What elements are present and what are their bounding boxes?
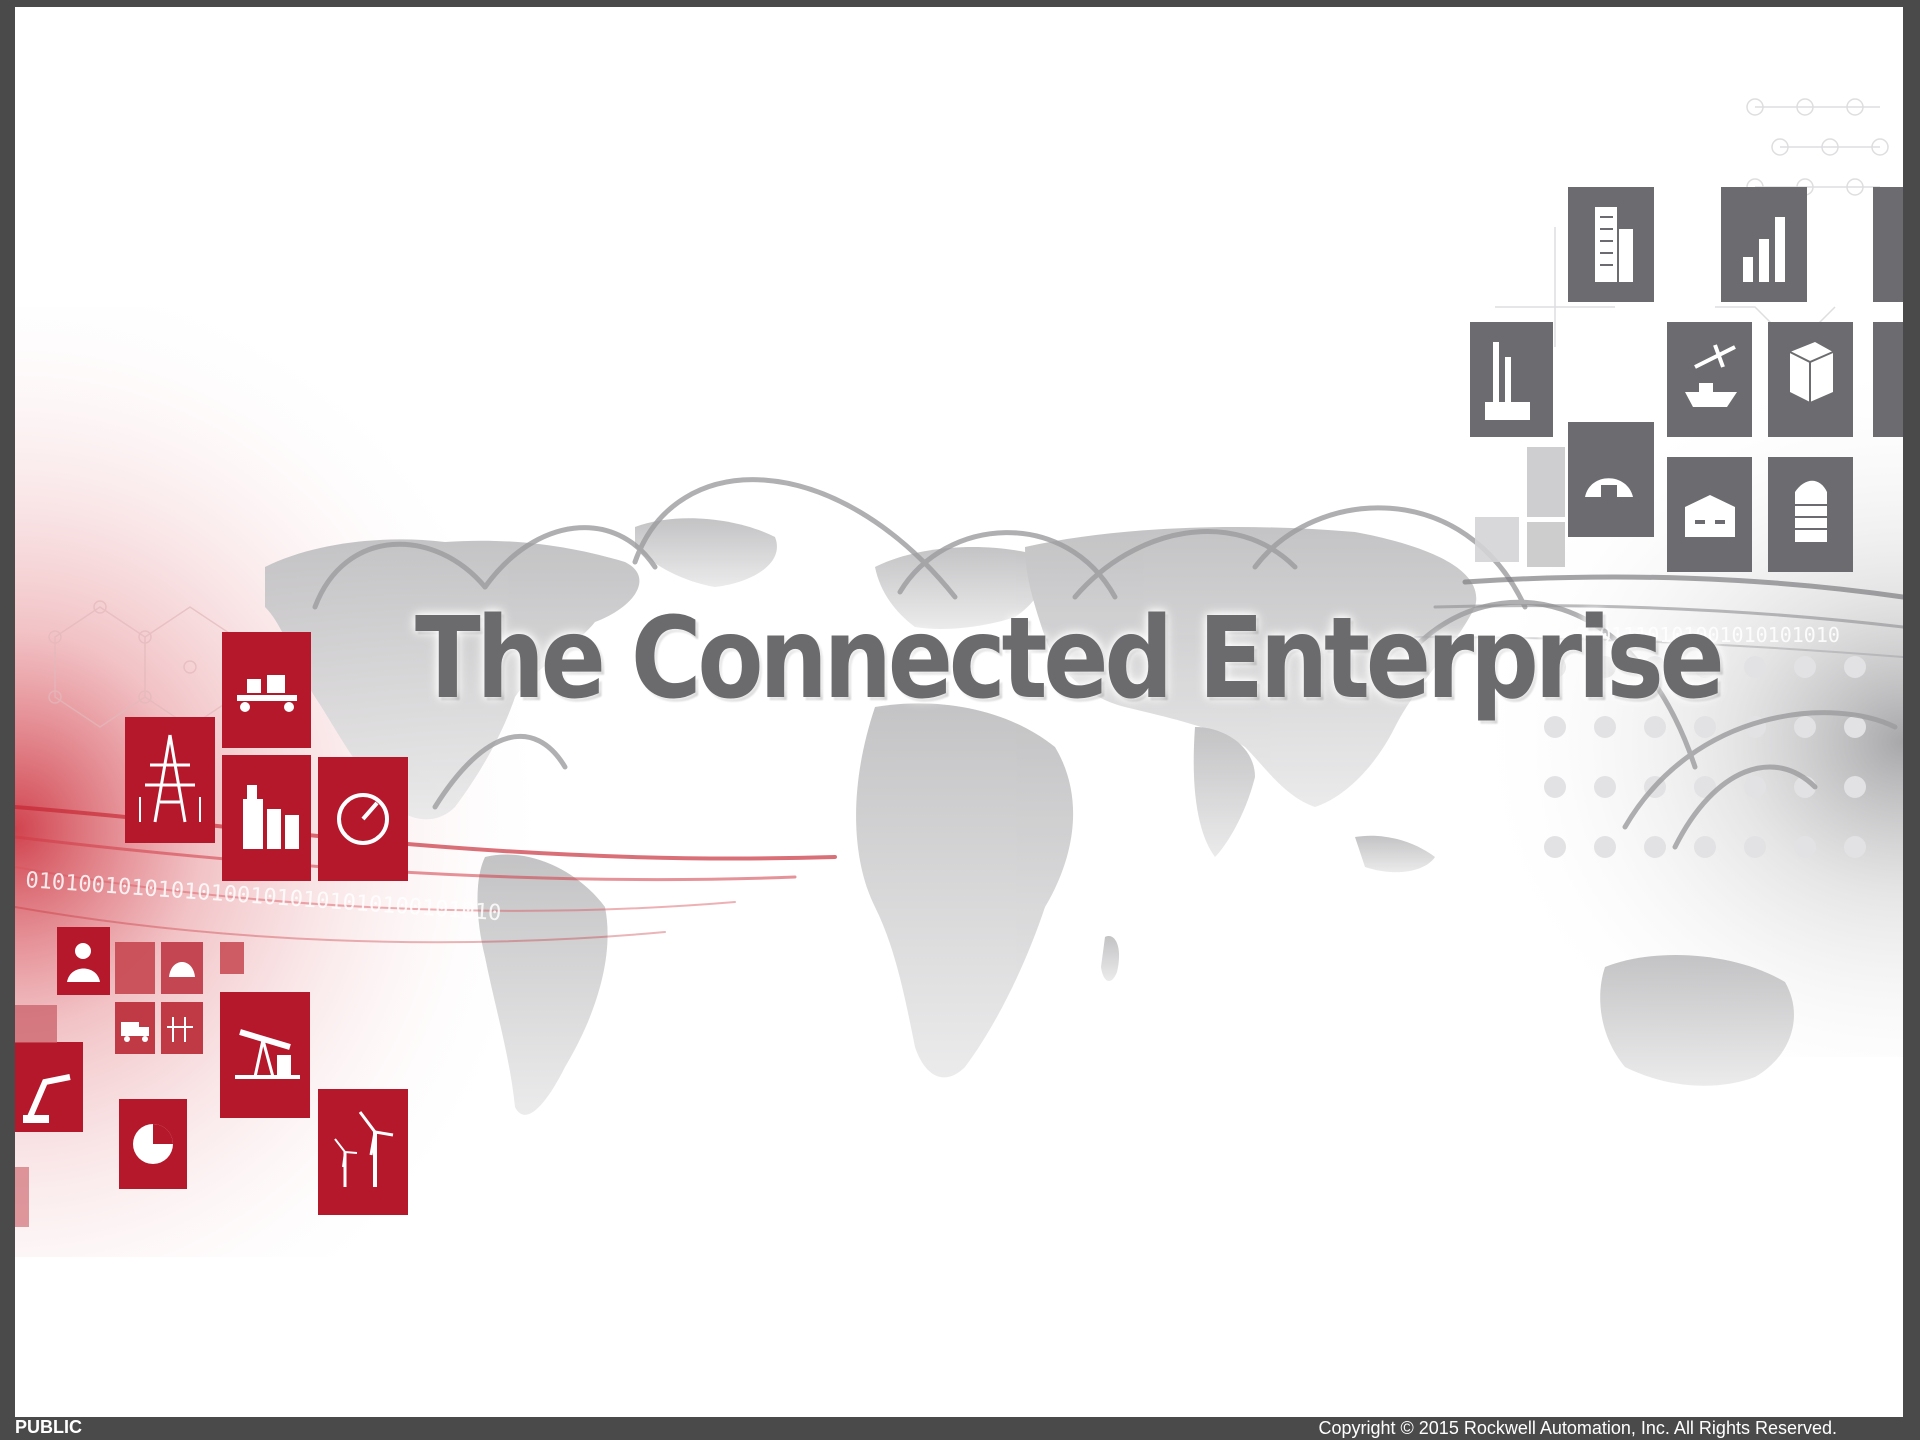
india: [1193, 727, 1255, 857]
australia: [1600, 955, 1794, 1086]
power-tower-icon: [125, 717, 215, 843]
gray-tile-faint-3: [1527, 522, 1565, 567]
binary-strip-right: 0101110101001010101010: [1575, 623, 1840, 647]
truck-icon: [115, 1002, 155, 1054]
warehouse-icon: [1568, 422, 1654, 537]
gray-tile-faint-1: [1527, 447, 1565, 517]
gray-icon-cluster: [1470, 187, 1903, 572]
wind-turbine-icon: [318, 1089, 408, 1215]
connection-arcs: [312, 477, 1898, 850]
red-tile-small: [220, 942, 244, 974]
bar-chart-icon: [1721, 187, 1807, 302]
classification-label: PUBLIC: [15, 1417, 82, 1437]
circuit-icon: [161, 1002, 203, 1054]
slide: 010100101010101001010101010100101010 010…: [15, 7, 1903, 1417]
dot-grid-right: [1544, 656, 1866, 858]
oil-pump-icon: [220, 992, 310, 1118]
gauge-icon: [318, 757, 408, 881]
africa: [856, 703, 1074, 1078]
distribution-center-icon: [1667, 457, 1752, 572]
building-stack-icon: [1768, 457, 1853, 572]
gray-tile-faint-2: [1475, 517, 1519, 562]
slide-title: The Connected Enterprise: [415, 594, 1725, 724]
hardhat-icon: [161, 942, 203, 994]
factory-tanks-icon: [222, 755, 311, 881]
gray-tile-edge-2: [1873, 322, 1903, 437]
robot-arm-icon: [15, 1042, 83, 1132]
slide-artwork: 010100101010101001010101010100101010 010…: [15, 98, 1903, 1257]
copyright-notice: Copyright © 2015 Rockwell Automation, In…: [1318, 1418, 1837, 1438]
red-tile-faint-2: [15, 1167, 29, 1227]
madagascar: [1101, 936, 1120, 982]
greenland: [635, 518, 777, 587]
red-tile-faint: [15, 1005, 57, 1043]
package-icon: [1768, 322, 1853, 437]
pie-chart-icon: [119, 1099, 187, 1189]
south-america: [477, 854, 608, 1115]
asia: [1025, 527, 1477, 807]
industrial-plant-icon: [1470, 322, 1553, 437]
gray-streaks: [1414, 574, 1903, 658]
north-america: [265, 539, 640, 820]
airplane-ship-icon: [1667, 322, 1752, 437]
world-map: [265, 518, 1794, 1115]
conveyor-icon: [222, 632, 311, 748]
gray-tile-edge-1: [1873, 187, 1903, 302]
red-icon-cluster: [15, 632, 408, 1227]
skyscraper-icon: [1568, 187, 1654, 302]
se-asia-islands: [1355, 835, 1435, 873]
person-icon: [57, 927, 110, 995]
red-tile-blank: [115, 942, 155, 994]
